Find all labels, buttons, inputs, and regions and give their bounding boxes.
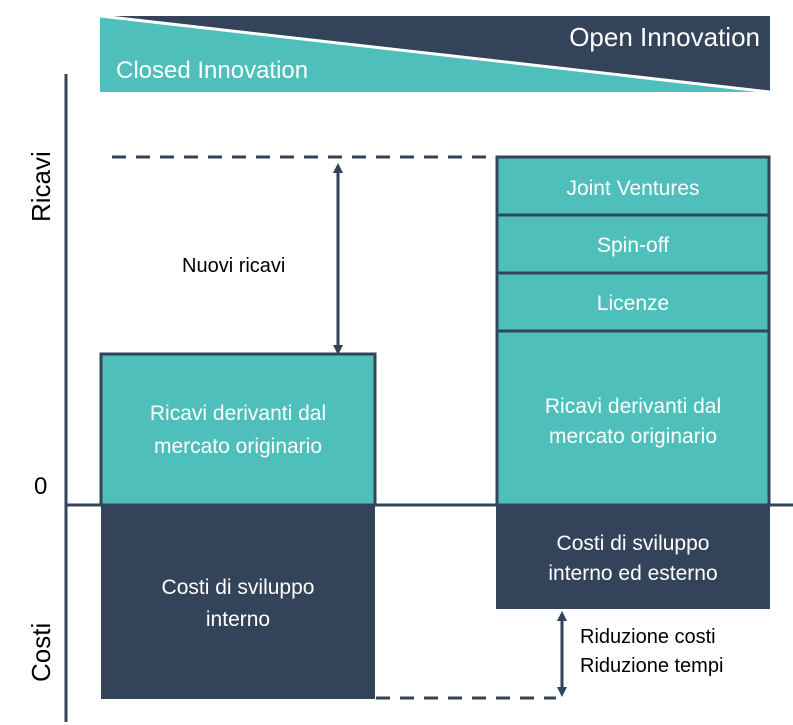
left-revenue-label-line2: mercato originario bbox=[154, 435, 322, 458]
spin-off-label: Spin-off bbox=[597, 234, 669, 257]
right-revenue-label-line2: mercato originario bbox=[549, 425, 717, 448]
time-reduction-label: Riduzione tempi bbox=[580, 655, 723, 677]
zero-label: 0 bbox=[34, 473, 47, 500]
spin-off-block bbox=[495, 213, 771, 275]
cost-reduction-label: Riduzione costi bbox=[580, 626, 716, 648]
open-innovation-column: Joint Ventures Spin-off Licenze Ricavi d… bbox=[495, 155, 771, 609]
left-cost-label-line2: interno bbox=[206, 608, 270, 631]
right-revenue-block bbox=[495, 329, 771, 507]
innovation-banner: Open Innovation Closed Innovation bbox=[99, 14, 771, 94]
banner-divider bbox=[99, 14, 771, 94]
licenze-label: Licenze bbox=[597, 292, 669, 315]
right-cost-label-line2: interno ed esterno bbox=[548, 562, 717, 585]
left-revenue-label-line1: Ricavi derivanti dal bbox=[150, 402, 326, 425]
closed-innovation-label: Closed Innovation bbox=[116, 57, 308, 84]
joint-ventures-label: Joint Ventures bbox=[566, 177, 699, 200]
left-cost-block bbox=[101, 505, 375, 699]
left-cost-label-line1: Costi di sviluppo bbox=[162, 576, 315, 599]
new-revenue-label: Nuovi ricavi bbox=[182, 255, 285, 277]
right-cost-block bbox=[496, 505, 770, 609]
right-cost-label-line1: Costi di sviluppo bbox=[557, 532, 710, 555]
closed-innovation-column: Ricavi derivanti dal mercato originario … bbox=[99, 352, 377, 699]
left-revenue-block bbox=[99, 352, 377, 507]
open-innovation-label: Open Innovation bbox=[569, 22, 760, 52]
right-revenue-label-line1: Ricavi derivanti dal bbox=[545, 395, 721, 418]
revenue-axis-label: Ricavi bbox=[26, 151, 56, 222]
cost-axis-label: Costi bbox=[26, 623, 56, 682]
